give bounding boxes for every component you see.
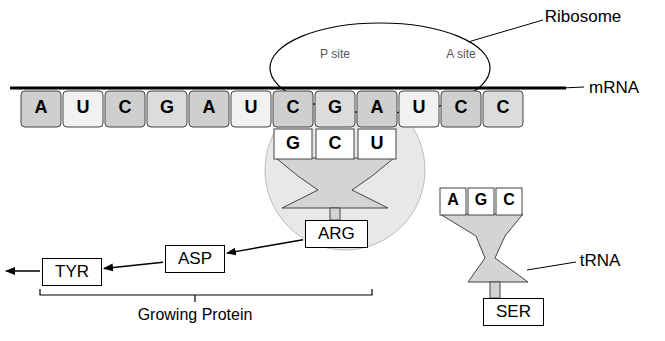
trna-incoming xyxy=(440,188,528,298)
peptide-bond-arrow xyxy=(227,240,303,253)
base-letter: U xyxy=(371,134,384,154)
peptide-bond-arrow xyxy=(104,262,163,268)
base-letter: A xyxy=(203,98,216,118)
chain-arrow xyxy=(6,270,40,272)
leader-line xyxy=(562,87,584,88)
caption-label: Growing Protein xyxy=(138,306,253,324)
amino-acid-box: TYR xyxy=(42,258,102,286)
base-letter: C xyxy=(287,98,300,118)
amino-acid-box: ARG xyxy=(305,220,368,248)
amino-acid-name: SER xyxy=(496,302,531,321)
mrna-strand xyxy=(10,87,566,90)
base-letter: G xyxy=(286,134,300,154)
amino-acid-name: ASP xyxy=(178,249,212,268)
base-letter: U xyxy=(413,98,426,118)
nucleotide-tiles xyxy=(21,91,523,127)
trna-p-site xyxy=(274,129,396,220)
base-letter: C xyxy=(455,98,468,118)
base-letter: C xyxy=(503,191,515,209)
base-letter: U xyxy=(77,98,90,118)
amino-acid-box: SER xyxy=(483,298,544,326)
site-label: P site xyxy=(320,48,350,61)
base-letter: C xyxy=(497,98,510,118)
amino-acid-name: TYR xyxy=(55,262,89,281)
base-letter: G xyxy=(160,98,174,118)
base-letter: G xyxy=(328,98,342,118)
amino-acid-box: ASP xyxy=(165,245,225,273)
base-letter: A xyxy=(447,191,459,209)
protein-bracket xyxy=(40,289,372,302)
part-label: tRNA xyxy=(580,252,621,271)
leader-line xyxy=(527,262,576,270)
base-letter: U xyxy=(245,98,258,118)
part-label: mRNA xyxy=(589,79,639,98)
amino-acid-name: ARG xyxy=(318,224,355,243)
base-letter: C xyxy=(329,134,342,154)
base-letter: G xyxy=(475,191,487,209)
base-letter: C xyxy=(119,98,132,118)
leader-line xyxy=(468,20,543,42)
part-label: Ribosome xyxy=(545,8,622,27)
base-letter: A xyxy=(371,98,384,118)
base-letter: A xyxy=(35,98,48,118)
site-label: A site xyxy=(446,48,475,61)
